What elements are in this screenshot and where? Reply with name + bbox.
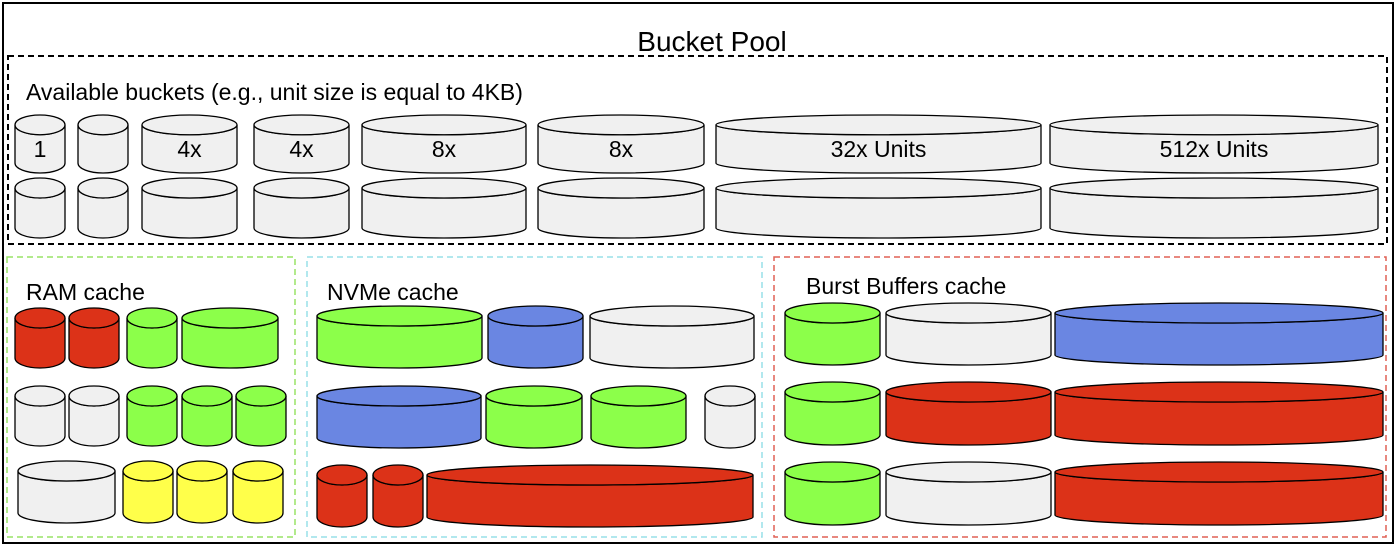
available-bucket: 4x: [141, 114, 238, 174]
ram-cache-bucket: [17, 460, 116, 524]
bucket-size-label: 32x Units: [831, 136, 927, 162]
nvme-cache-bucket: [590, 385, 687, 449]
nvme-cache-bucket: [426, 464, 754, 528]
ram-cache-bucket: [232, 460, 284, 524]
ram-cache-bucket: [181, 385, 233, 447]
burst-buffers-cache-bucket: [885, 381, 1052, 446]
available-bucket: 8x: [361, 114, 527, 174]
ram-cache-bucket: [14, 307, 66, 369]
nvme-cache-bucket: [316, 305, 483, 369]
ram-cache-bucket: [14, 385, 66, 447]
nvme-cache-bucket: [704, 385, 756, 449]
burst-buffers-cache-bucket: [1054, 302, 1384, 366]
bucket-size-label: 4x: [177, 136, 202, 162]
ram-cache-bucket: [235, 385, 287, 447]
diagram-title: Bucket Pool: [637, 26, 786, 57]
available-bucket: [14, 177, 66, 239]
available-bucket: 32x Units: [715, 114, 1042, 174]
available-bucket: 512x Units: [1049, 114, 1379, 174]
ram-cache-bucket: [126, 307, 178, 369]
burst-buffers-cache-bucket: [1054, 381, 1384, 446]
ram-cache-bucket: [176, 460, 228, 524]
available-bucket: [361, 177, 527, 239]
burst-buffers-cache-bucket: [885, 302, 1052, 366]
burst-buffers-cache-bucket: [885, 461, 1052, 526]
nvme-cache-bucket: [316, 464, 368, 528]
ram-cache-frame: [6, 256, 296, 538]
bucket-size-label: 8x: [432, 136, 457, 162]
ram-cache-label: RAM cache: [26, 279, 145, 305]
burst-buffers-cache-bucket: [784, 381, 881, 446]
burst-buffers-cache-bucket: [784, 461, 881, 526]
nvme-cache-bucket: [316, 385, 482, 449]
nvme-cache-frame: [306, 256, 763, 538]
available-bucket: 8x: [537, 114, 705, 174]
bucket-size-label: 1: [34, 136, 47, 162]
ram-cache-bucket: [68, 385, 120, 447]
available-bucket: 1: [14, 114, 66, 174]
burst-buffers-cache-bucket: [1054, 461, 1384, 526]
nvme-cache-bucket: [487, 305, 584, 369]
ram-cache-bucket: [122, 460, 174, 524]
burst-buffers-cache-label: Burst Buffers cache: [806, 273, 1006, 299]
available-bucket: [141, 177, 238, 239]
bucket-cylinders: 1 4x 4x 8x 8x 32x Units 512x Units: [14, 114, 1384, 528]
nvme-cache-label: NVMe cache: [327, 279, 459, 305]
available-bucket: [1049, 177, 1379, 239]
available-bucket: [253, 177, 350, 239]
available-bucket: [77, 177, 129, 239]
burst-buffers-cache-bucket: [784, 302, 881, 366]
available-buckets-label: Available buckets (e.g., unit size is eq…: [26, 79, 523, 105]
burst-buffers-cache-frame: [773, 256, 1387, 538]
bucket-size-label: 512x Units: [1160, 136, 1269, 162]
nvme-cache-bucket: [372, 464, 424, 528]
available-buckets-frame: [7, 55, 1388, 245]
bucket-size-label: 8x: [609, 136, 634, 162]
nvme-cache-bucket: [589, 305, 755, 369]
ram-cache-bucket: [68, 307, 120, 369]
available-bucket: 4x: [253, 114, 350, 174]
available-bucket: [537, 177, 705, 239]
available-bucket: [77, 114, 129, 174]
bucket-size-label: 4x: [289, 136, 314, 162]
ram-cache-bucket: [126, 385, 178, 447]
ram-cache-bucket: [181, 307, 279, 369]
nvme-cache-bucket: [485, 385, 583, 449]
available-bucket: [715, 177, 1042, 239]
